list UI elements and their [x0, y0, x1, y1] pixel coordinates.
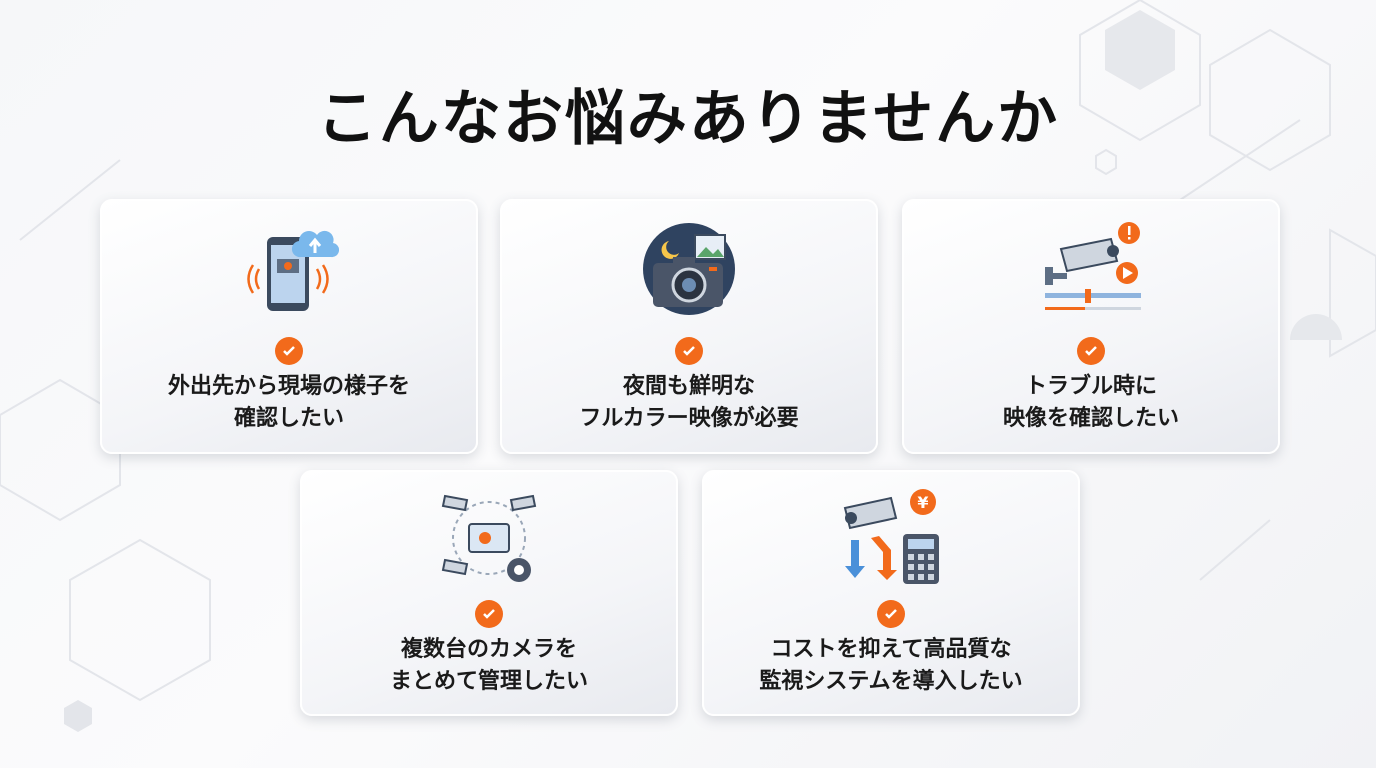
- concern-card-multi-camera: 複数台のカメラをまとめて管理したい: [300, 470, 678, 716]
- card-text-line1: 外出先から現場の様子を: [167, 374, 410, 399]
- concern-card-remote-monitoring: 外出先から現場の様子を確認したい: [100, 199, 478, 454]
- card-text-line1: 複数台のカメラを: [400, 637, 577, 662]
- check-icon: [1077, 337, 1105, 365]
- check-icon: [475, 600, 503, 628]
- card-text-line2: 監視システムを導入したい: [759, 669, 1023, 694]
- multi-camera-management-icon: [441, 494, 537, 582]
- smartphone-cloud-icon: [247, 230, 339, 311]
- card-text-line1: 夜間も鮮明な: [622, 374, 755, 399]
- svg-text:¥: ¥: [917, 493, 928, 512]
- page-title: こんなお悩みありませんか: [316, 84, 1060, 154]
- check-icon: [877, 600, 905, 628]
- concern-card-cost: ¥ コストを抑えて高品質な監視システムを導入したい: [702, 470, 1080, 716]
- check-icon: [675, 337, 703, 365]
- card-text-line2: フルカラー映像が必要: [579, 406, 799, 431]
- card-text-line2: 確認したい: [233, 406, 344, 431]
- card-text-line1: コストを抑えて高品質な: [770, 637, 1012, 662]
- card-text-line1: トラブル時に: [1024, 374, 1157, 399]
- card-text-line2: 映像を確認したい: [1002, 406, 1179, 431]
- night-camera-icon: [643, 223, 735, 315]
- cost-calculator-icon: ¥: [843, 489, 939, 584]
- security-camera-alert-icon: [1045, 222, 1141, 310]
- concern-card-incident-review: トラブル時に映像を確認したい: [902, 199, 1280, 454]
- check-icon: [275, 337, 303, 365]
- card-text-line2: まとめて管理したい: [389, 669, 588, 694]
- concern-card-night-color: 夜間も鮮明なフルカラー映像が必要: [500, 199, 878, 454]
